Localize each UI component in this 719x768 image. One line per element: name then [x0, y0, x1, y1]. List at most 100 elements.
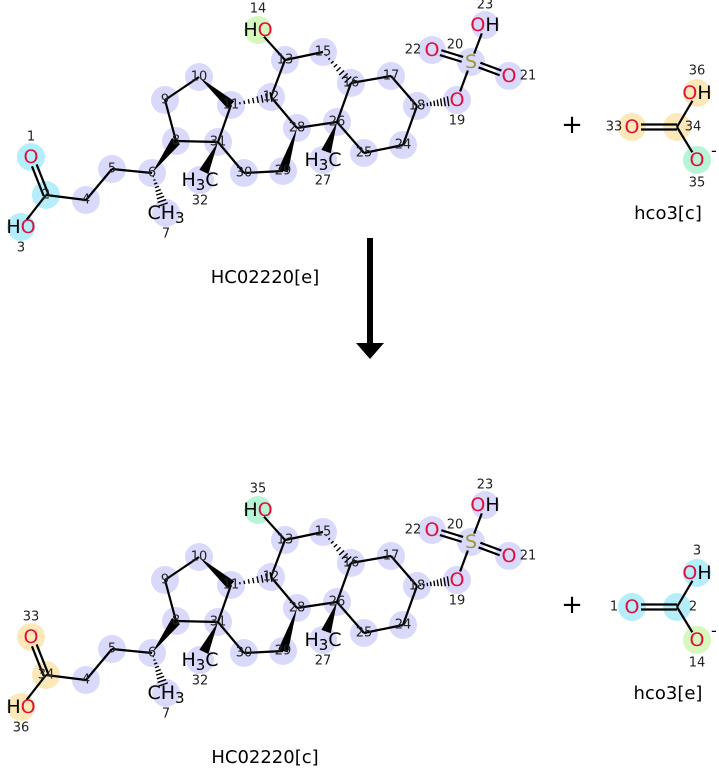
atom-symbol-o: O — [425, 519, 440, 541]
atom-number: 4 — [82, 193, 90, 208]
atom-symbol-oh: OH — [470, 14, 499, 36]
atom-symbol-o: O — [425, 39, 440, 61]
atom-symbol-o: O — [690, 149, 705, 171]
atom-number: 19 — [449, 594, 466, 609]
single-bond — [216, 584, 233, 623]
atom-number: 6 — [148, 166, 156, 181]
atom-number: 14 — [689, 656, 706, 671]
atom-symbol-o: O — [24, 146, 39, 168]
single-bond — [335, 562, 353, 603]
single-bond — [270, 576, 298, 609]
atom-number: 16 — [343, 556, 360, 571]
atom-symbol-o: O — [450, 569, 465, 591]
double-bond — [479, 541, 502, 552]
double-bond — [478, 546, 501, 557]
wedge-bond — [152, 618, 180, 653]
atom-number: 19 — [449, 114, 466, 129]
atom-number: 11 — [223, 578, 240, 593]
atom-number: 26 — [329, 595, 346, 610]
single-bond — [350, 554, 392, 565]
atom-highlight — [418, 36, 446, 64]
single-bond — [390, 75, 418, 107]
product-name-hc02220c: HC02220[c] — [211, 747, 318, 768]
atom-number: 7 — [162, 707, 170, 722]
atom-symbol-h3c: H3C — [304, 629, 341, 654]
single-bond — [263, 35, 286, 61]
atom-number: 33 — [606, 120, 623, 135]
hashed-bond — [234, 571, 273, 585]
atom-number: 10 — [191, 550, 208, 565]
product-name-hco3e: hco3[e] — [634, 683, 703, 704]
single-bond — [335, 82, 353, 123]
single-bond — [676, 580, 694, 608]
atom-number: 36 — [689, 64, 706, 79]
atom-number: 5 — [108, 642, 116, 657]
single-bond — [217, 621, 245, 654]
atom-number: 1 — [610, 600, 618, 615]
atom-number: 22 — [405, 523, 422, 538]
atom-number: 25 — [356, 146, 373, 161]
single-bond — [336, 601, 365, 634]
atom-number: 17 — [383, 549, 400, 564]
single-bond — [243, 649, 284, 655]
single-bond — [111, 167, 153, 175]
wedge-bond — [199, 622, 218, 655]
atom-number: 28 — [289, 121, 306, 136]
atom-number: 33 — [23, 610, 40, 625]
atom-highlight — [471, 11, 499, 39]
atom-number: 24 — [395, 138, 412, 153]
atom-highlight — [495, 62, 523, 90]
single-bond — [459, 550, 469, 572]
atom-number: 29 — [275, 644, 292, 659]
atom-highlight — [7, 213, 35, 241]
wedge-bond — [199, 142, 218, 175]
single-bond — [363, 623, 404, 635]
atom-symbol-o: O — [625, 116, 640, 138]
atom-highlight — [683, 79, 711, 107]
atom-number: 22 — [405, 43, 422, 58]
single-bond — [296, 600, 338, 610]
atom-number: 13 — [277, 53, 294, 68]
atom-number: 34 — [38, 668, 55, 683]
hashed-bond — [419, 576, 450, 587]
atom-highlight — [618, 113, 646, 141]
atom-number: 29 — [275, 164, 292, 179]
atom-symbol-h3c: H3C — [181, 169, 218, 194]
single-bond — [164, 556, 200, 581]
wedge-bond — [278, 608, 297, 653]
single-bond — [269, 59, 287, 98]
single-bond — [243, 169, 284, 175]
single-bond — [45, 673, 87, 682]
atom-number: 12 — [263, 570, 280, 585]
single-bond — [473, 33, 483, 54]
atom-number: 2 — [42, 188, 50, 203]
single-bond — [473, 513, 483, 534]
atom-number: 20 — [447, 518, 464, 533]
atom-number: 21 — [520, 549, 537, 564]
atom-highlight — [457, 48, 485, 76]
atom-number: 35 — [250, 482, 267, 497]
single-bond — [45, 193, 87, 202]
double-bond — [441, 529, 464, 539]
atom-number: 32 — [192, 194, 209, 209]
wedge-bond — [199, 77, 235, 109]
single-bond — [217, 141, 245, 174]
hashed-bond — [152, 655, 168, 687]
atom-number: 5 — [108, 162, 116, 177]
atom-symbol-s: S — [465, 51, 477, 73]
atom-highlight — [7, 693, 35, 721]
atom-highlight — [471, 491, 499, 519]
atom-number: 8 — [172, 614, 180, 629]
atom-symbol-ho: HO — [6, 216, 35, 238]
single-bond — [284, 50, 324, 62]
atom-number: 28 — [289, 601, 306, 616]
atom-symbol-o: O — [450, 89, 465, 111]
atom-highlight — [309, 626, 337, 654]
atom-highlight — [17, 143, 45, 171]
single-bond — [175, 139, 219, 144]
reaction-arrow — [356, 238, 384, 359]
single-bond — [459, 70, 469, 92]
atom-highlight — [457, 528, 485, 556]
